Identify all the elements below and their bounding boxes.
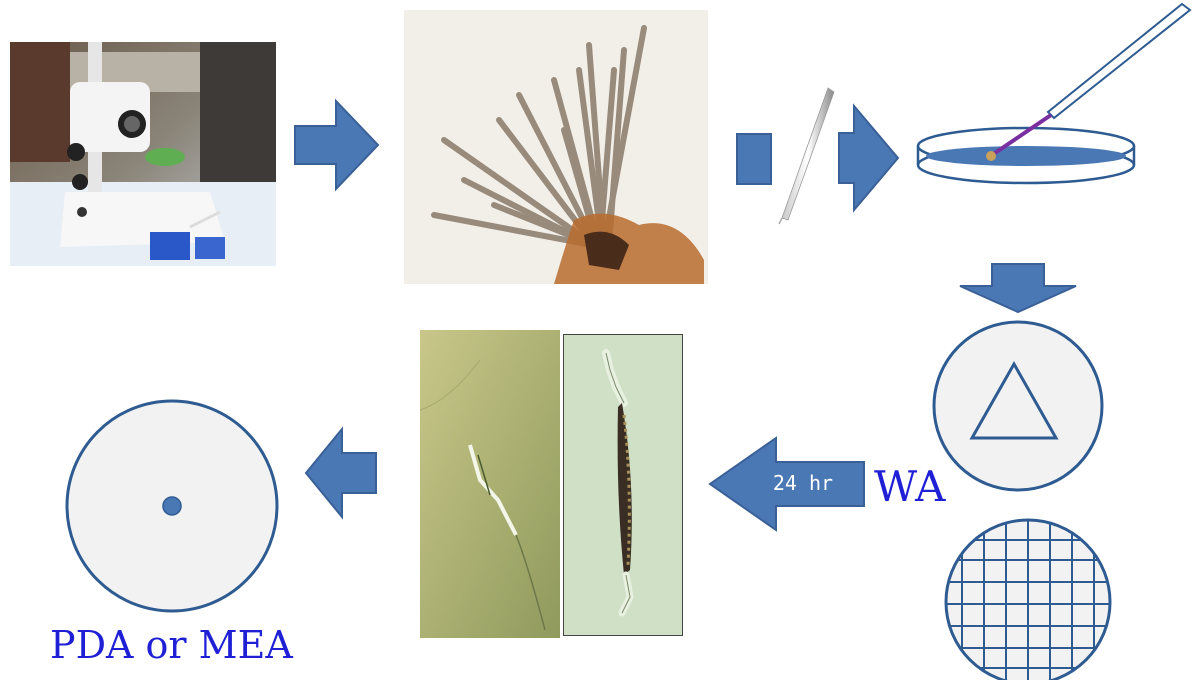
arrow-right-icon [292,98,382,192]
petri-dish-icon [914,0,1192,190]
triangle-dish-icon [930,318,1106,494]
arrow-left-icon [302,425,380,521]
incubation-time-label: 24 hr [748,468,858,498]
needle-icon [774,84,836,226]
incubation-arrow: 24 hr [706,434,868,534]
arrow-right-icon [836,103,900,213]
germinating-spore-photo [420,330,560,638]
media-label: PDA or MEA [50,620,293,670]
microscope-photo [10,42,276,266]
arrow-stem-block [736,133,772,185]
pda-dish-icon [62,396,282,616]
conidium-photo [563,334,683,636]
arrow-down-icon [956,262,1080,314]
water-agar-label: WA [874,462,945,512]
conidiophore-photo [404,10,708,284]
grid-dish-icon [942,510,1114,680]
